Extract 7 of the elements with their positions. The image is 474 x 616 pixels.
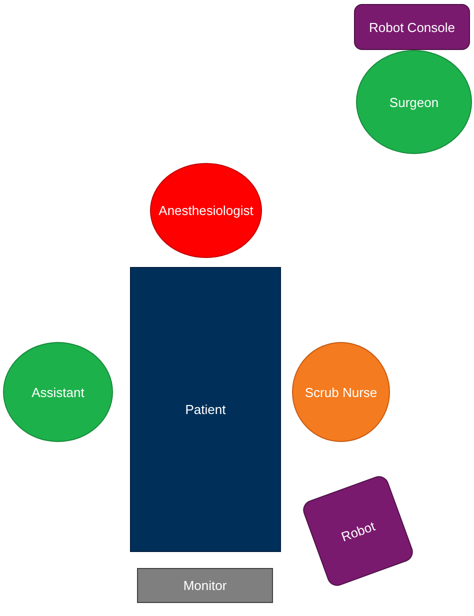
patient-table: Patient bbox=[130, 267, 281, 552]
console-box: Robot Console bbox=[354, 4, 470, 50]
person-circle: Assistant bbox=[3, 342, 113, 442]
person-circle: Scrub Nurse bbox=[292, 342, 390, 442]
person-circle: Anesthesiologist bbox=[150, 163, 262, 258]
person-circle: Surgeon bbox=[356, 50, 472, 154]
monitor-box: Monitor bbox=[137, 568, 273, 603]
